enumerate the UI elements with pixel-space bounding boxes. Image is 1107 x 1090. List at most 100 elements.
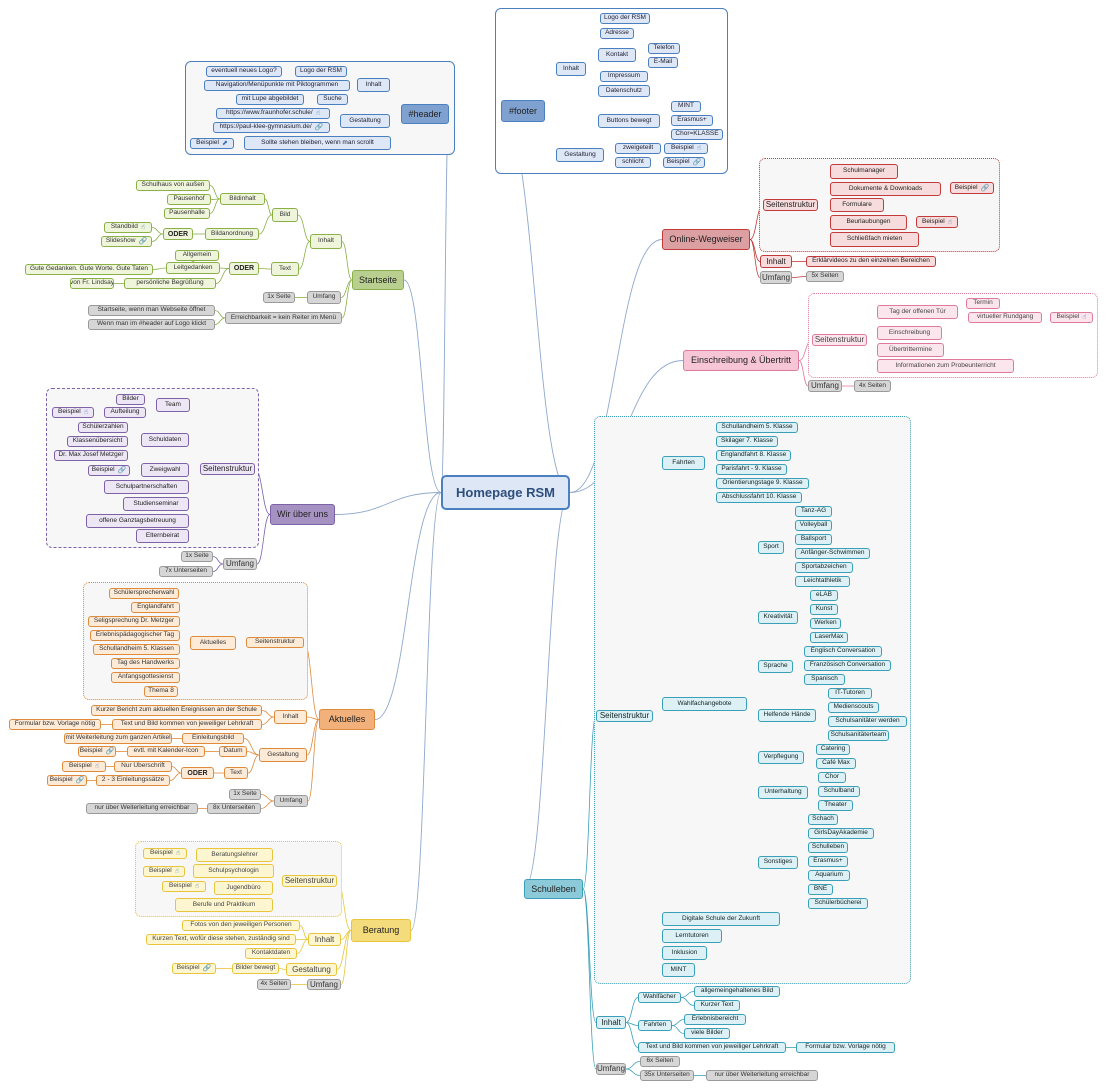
node-it-tutoren[interactable]: IT-Tutoren [828, 688, 872, 699]
node-fahrten[interactable]: Fahrten [662, 456, 705, 470]
node-7x-unterseiten[interactable]: 7x Unterseiten [159, 566, 213, 577]
example-beispiel[interactable]: Beispiel☝ [162, 881, 206, 892]
node-englisch-conversation[interactable]: Englisch Conversation [804, 646, 882, 657]
node-gute-gedanken-gute-worte-gute-taten[interactable]: Gute Gedanken. Gute Worte. Gute Taten [25, 264, 153, 275]
link-icon[interactable]: 🔗 [75, 777, 85, 784]
pointer-icon[interactable]: ☝ [696, 145, 702, 152]
node-navigation-menuepunkte-mit-piktogrammen[interactable]: Navigation/Menüpunkte mit Piktogrammen [204, 80, 350, 91]
node-aufteilung[interactable]: Aufteilung [104, 407, 146, 418]
example-https-paul-klee-gymnasium-de[interactable]: https://paul-klee-gymnasium.de/🔗 [213, 122, 330, 133]
node-fotos-von-den-jeweiligen-personen[interactable]: Fotos von den jeweiligen Personen [182, 920, 300, 931]
pointer-icon[interactable]: ☝ [174, 868, 180, 875]
node-umfang[interactable]: Umfang [307, 979, 341, 990]
node-nur-ueber-weiterleitung-erreichbar[interactable]: nur über Weiterleitung erreichbar [86, 803, 198, 814]
node-sportabzeichen[interactable]: Sportabzeichen [795, 562, 853, 573]
link-icon[interactable]: 🔗 [692, 159, 702, 166]
example-beispiel[interactable]: Beispiel🔗 [950, 182, 994, 194]
node-5x-seiten[interactable]: 5x Seiten [806, 271, 844, 282]
node-inhalt[interactable]: Inhalt [760, 255, 792, 268]
node-schullandheim-5-klassen[interactable]: Schullandheim 5. Klassen [93, 644, 180, 655]
node-text-und-bild-kommen-von-jeweiliger-lehrkraft[interactable]: Text und Bild kommen von jeweiliger Lehr… [112, 719, 262, 730]
node-medienscouts[interactable]: Medienscouts [828, 702, 879, 713]
node-seligsprechung-dr-metzger[interactable]: Seligsprechung Dr. Metzger [88, 616, 180, 627]
node-inhalt[interactable]: Inhalt [596, 1016, 626, 1029]
node-team[interactable]: Team [156, 398, 190, 412]
node-bildinhalt[interactable]: Bildinhalt [220, 193, 265, 205]
branch-schulleben[interactable]: Schulleben [524, 879, 583, 899]
node-gestaltung[interactable]: Gestaltung [340, 114, 390, 128]
node-elab[interactable]: eLAB [810, 590, 838, 601]
node-impressum[interactable]: Impressum [600, 71, 648, 82]
node-einleitungsbild[interactable]: Einleitungsbild [182, 733, 244, 744]
node-inhalt[interactable]: Inhalt [357, 78, 390, 92]
link-icon[interactable]: 🔗 [117, 467, 127, 474]
link-icon[interactable]: 🔗 [138, 238, 148, 245]
node-umfang[interactable]: Umfang [307, 291, 341, 304]
link-icon[interactable]: 🔗 [314, 124, 324, 131]
node-seitenstruktur[interactable]: Seitenstruktur [812, 334, 867, 346]
node-allgemein[interactable]: Allgemein [175, 250, 219, 261]
node-caf-max[interactable]: Café Max [816, 758, 856, 769]
example-beispiel[interactable]: Beispiel🔗 [78, 746, 116, 757]
example-beispiel[interactable]: Beispiel⬈ [190, 138, 234, 149]
node-sprache[interactable]: Sprache [758, 660, 793, 673]
node-pausenhof[interactable]: Pausenhof [167, 194, 211, 205]
node-kontaktdaten[interactable]: Kontaktdaten [245, 948, 297, 959]
node-1x-seite[interactable]: 1x Seite [229, 789, 261, 800]
example-beispiel[interactable]: Beispiel🔗 [88, 465, 130, 476]
node-schulhaus-von-aussen[interactable]: Schulhaus von außen [136, 180, 210, 191]
node-theater[interactable]: Theater [818, 800, 853, 811]
node-beratungslehrer[interactable]: Beratungslehrer [196, 848, 273, 862]
node-schlicht[interactable]: schlicht [615, 157, 651, 168]
node-sollte-stehen-bleiben-wenn-man-scrollt[interactable]: Sollte stehen bleiben, wenn man scrollt [244, 136, 391, 150]
node-text[interactable]: Text [271, 262, 299, 276]
node-aktuelles[interactable]: Aktuelles [190, 636, 236, 650]
node-datum[interactable]: Datum [219, 746, 247, 757]
node-virtueller-rundgang[interactable]: virtueller Rundgang [968, 312, 1042, 323]
node-leitgedanken[interactable]: Leitgedanken [166, 262, 220, 274]
node-schulband[interactable]: Schulband [818, 786, 860, 797]
node-abschlussfahrt-10-klasse[interactable]: Abschlussfahrt 10. Klasse [716, 492, 802, 503]
node-evtl-mit-kalender-icon[interactable]: evtl. mit Kalender-Icon [127, 746, 205, 757]
example-beispiel[interactable]: Beispiel☝ [664, 143, 708, 154]
node-sonstiges[interactable]: Sonstiges [758, 856, 798, 869]
pointer-icon[interactable]: ☝ [315, 110, 320, 117]
node-kurzer-text[interactable]: Kurzer Text [694, 1000, 740, 1011]
node-offene-ganztagsbetreuung[interactable]: offene Ganztagsbetreuung [86, 514, 189, 528]
example-beispiel[interactable]: Beispiel☝ [916, 216, 958, 228]
node-lerntutoren[interactable]: Lerntutoren [662, 929, 722, 943]
node-buttons-bewegt[interactable]: Buttons bewegt [598, 114, 660, 128]
node-logo-der-rsm[interactable]: Logo der RSM [295, 66, 347, 77]
node-formulare[interactable]: Formulare [830, 198, 884, 212]
branch-online-wegweiser[interactable]: Online-Wegweiser [662, 229, 750, 250]
node-elternbeirat[interactable]: Elternbeirat [136, 529, 189, 543]
node-aquarium[interactable]: Aquarium [808, 870, 850, 881]
node-uebertrittermine[interactable]: Übertrittermine [877, 343, 944, 357]
node-termin[interactable]: Termin [966, 298, 1000, 309]
node-einschreibung[interactable]: Einschreibung [877, 326, 942, 340]
node-werken[interactable]: Werken [810, 618, 841, 629]
node-schulleben[interactable]: Schulleben [808, 842, 848, 853]
node-umfang[interactable]: Umfang [596, 1063, 626, 1075]
node-formular-bzw-vorlage-noetig[interactable]: Formular bzw. Vorlage nötig [9, 719, 101, 730]
node-chor[interactable]: Chor [818, 772, 846, 783]
node-pausenhalle[interactable]: Pausenhalle [164, 208, 210, 219]
node-formular-bzw-vorlage-noetig[interactable]: Formular bzw. Vorlage nötig [796, 1042, 895, 1053]
example-beispiel[interactable]: Beispiel☝ [143, 866, 185, 877]
node-erklaervideos-zu-den-einzelnen-bereichen[interactable]: Erklärvideos zu den einzelnen Bereichen [806, 256, 936, 267]
node-1x-seite[interactable]: 1x Seite [181, 551, 213, 562]
node-verpflegung[interactable]: Verpflegung [758, 751, 804, 764]
node-bilder-bewegt[interactable]: Bilder bewegt [232, 963, 279, 974]
node-englandfahrt[interactable]: Englandfahrt [131, 602, 180, 613]
node-schulpartnerschaften[interactable]: Schulpartnerschaften [104, 480, 189, 494]
node-catering[interactable]: Catering [816, 744, 850, 755]
example-beispiel[interactable]: Beispiel☝ [62, 761, 106, 772]
node-suche[interactable]: Suche [317, 94, 348, 105]
node-e-mail[interactable]: E-Mail [648, 57, 678, 68]
node-schliessfach-mieten[interactable]: Schließfach mieten [830, 232, 919, 247]
example-beispiel[interactable]: Beispiel☝ [52, 407, 94, 418]
node-inhalt[interactable]: Inhalt [274, 710, 307, 724]
node-franzoesisch-conversation[interactable]: Französisch Conversation [804, 660, 891, 671]
node-bne[interactable]: BNE [808, 884, 833, 895]
node-kreativitaet[interactable]: Kreativität [758, 611, 798, 624]
